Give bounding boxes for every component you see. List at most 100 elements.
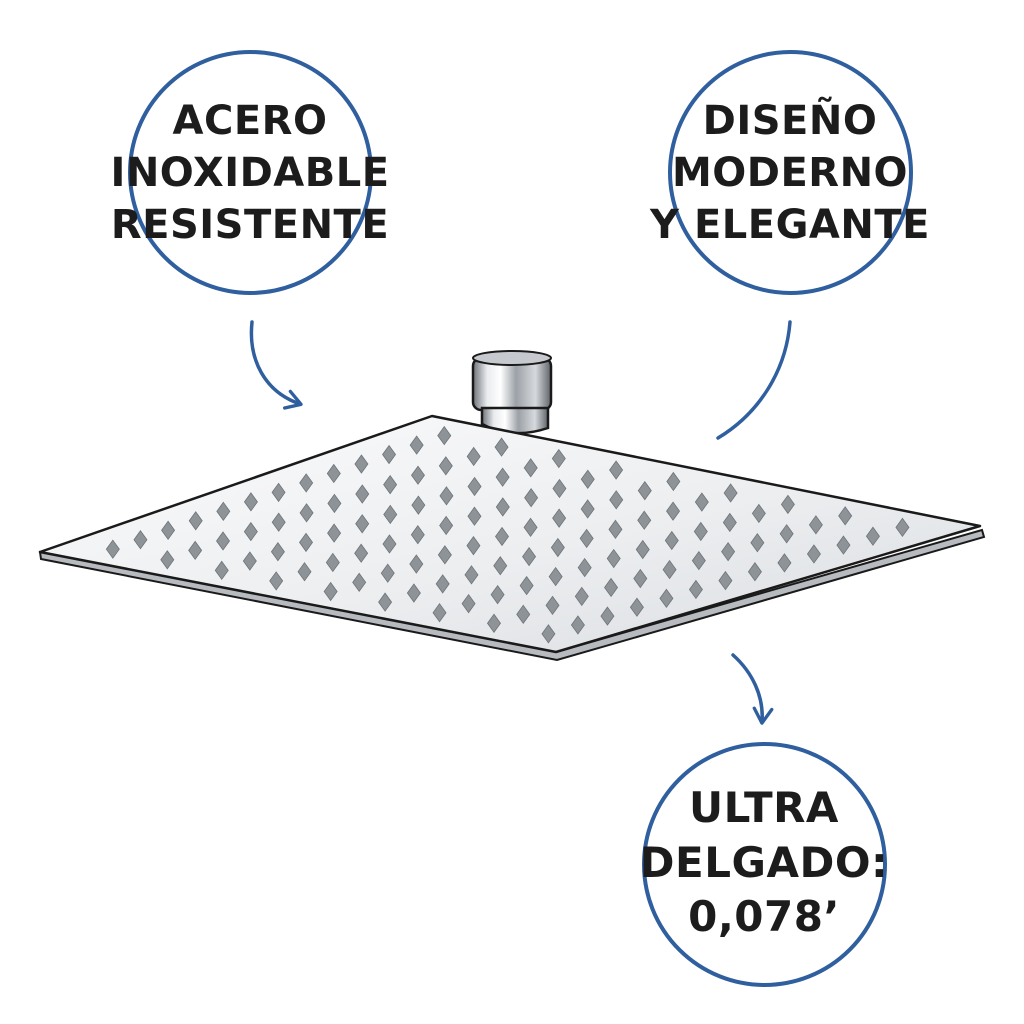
nozzle: [410, 465, 425, 485]
nozzle: [545, 595, 560, 616]
nozzle: [519, 575, 534, 596]
feature-line: ULTRA: [689, 783, 839, 833]
nozzle: [326, 463, 341, 484]
nozzle: [522, 546, 537, 567]
nozzle: [461, 593, 476, 614]
nozzle: [352, 572, 367, 593]
nozzle: [490, 584, 505, 605]
nozzle: [580, 469, 595, 489]
nozzle-grid: [105, 425, 910, 644]
nozzle: [548, 566, 563, 587]
shower-connector: [471, 350, 553, 435]
nozzle: [718, 570, 733, 591]
nozzle: [383, 474, 398, 495]
nozzle: [664, 530, 679, 551]
nozzle: [574, 586, 589, 607]
nozzle: [216, 531, 230, 551]
nozzle: [160, 550, 175, 570]
nozzle: [467, 476, 482, 497]
nozzle: [688, 579, 703, 600]
nozzle: [694, 492, 709, 512]
nozzle: [836, 535, 851, 555]
nozzle: [382, 444, 397, 465]
feature-circle-diseno: [668, 50, 913, 295]
nozzle: [838, 506, 853, 526]
nozzle: [271, 482, 286, 503]
nozzle: [438, 456, 453, 476]
nozzle: [243, 492, 258, 512]
nozzle: [270, 542, 285, 562]
nozzle: [609, 460, 624, 480]
nozzle: [380, 563, 395, 583]
nozzle: [579, 528, 594, 549]
nozzle: [552, 478, 567, 499]
nozzle: [299, 532, 314, 553]
nozzle: [666, 501, 681, 521]
nozzle: [550, 537, 565, 558]
feature-line: RESISTENTE: [110, 202, 390, 248]
nozzle: [808, 515, 823, 535]
nozzle: [494, 437, 509, 457]
nozzle: [269, 571, 284, 591]
nozzle: [242, 551, 257, 571]
nozzle: [551, 448, 566, 469]
nozzle: [411, 495, 426, 515]
arrow-acero: [249, 320, 303, 410]
nozzle: [662, 559, 677, 580]
nozzle: [635, 539, 650, 560]
feature-circle-acero: [128, 50, 373, 295]
nozzle: [722, 512, 737, 533]
nozzle: [439, 486, 454, 506]
nozzle: [604, 577, 619, 598]
nozzle: [133, 530, 148, 550]
nozzle: [495, 526, 509, 547]
nozzle: [354, 543, 369, 563]
nozzle: [552, 508, 567, 528]
nozzle: [188, 511, 203, 531]
nozzle: [464, 565, 479, 585]
arrow-ultra: [731, 653, 774, 725]
nozzle: [486, 613, 501, 633]
nozzle: [382, 534, 397, 554]
nozzle: [570, 615, 585, 635]
nozzle: [410, 525, 425, 545]
nozzle: [243, 521, 258, 542]
feature-line: 0,078’: [688, 892, 840, 942]
feature-circle-ultra: [642, 742, 887, 987]
nozzle: [637, 510, 652, 530]
nozzle: [327, 523, 342, 543]
nozzle: [437, 425, 452, 446]
nozzle: [161, 520, 176, 540]
feature-line: INOXIDABLE: [110, 150, 390, 196]
nozzle: [806, 544, 821, 564]
nozzle: [779, 524, 794, 544]
nozzle: [271, 512, 286, 532]
feature-line: MODERNO: [671, 150, 909, 196]
feature-line: ACERO: [172, 98, 328, 144]
nozzle: [750, 533, 765, 553]
nozzle: [523, 517, 538, 538]
nozzle: [409, 435, 424, 455]
nozzle: [214, 560, 229, 581]
nozzle: [895, 517, 910, 538]
nozzle: [466, 535, 481, 556]
nozzle: [406, 583, 421, 603]
nozzle: [439, 515, 454, 536]
nozzle: [747, 562, 762, 582]
nozzle: [355, 484, 370, 504]
nozzle: [323, 581, 338, 602]
nozzle: [524, 488, 539, 508]
nozzle: [541, 624, 556, 644]
nozzle: [780, 494, 795, 515]
nozzle: [327, 493, 342, 514]
nozzle: [437, 545, 452, 565]
nozzle: [325, 552, 340, 573]
nozzle: [383, 504, 398, 525]
nozzle: [723, 483, 738, 503]
nozzle: [466, 446, 481, 467]
nozzle: [580, 499, 595, 519]
nozzle: [432, 603, 447, 623]
nozzle: [609, 490, 624, 510]
nozzle: [693, 521, 708, 542]
